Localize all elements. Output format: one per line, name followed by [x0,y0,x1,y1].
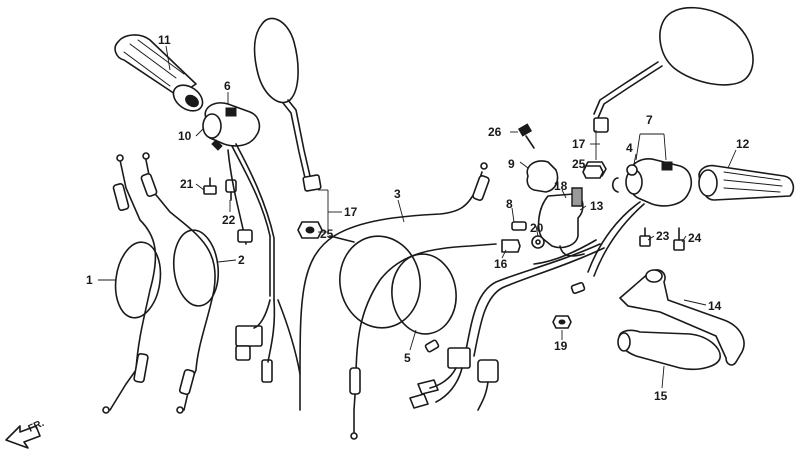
callout-16: 16 [494,257,508,271]
callout-labels: 11 6 10 1 2 3 5 21 22 17 25 17 25 7 4 12… [86,33,750,403]
left-mirror [253,17,323,239]
right-harness [409,239,605,411]
left-switch-housing [202,102,261,151]
callout-17-left: 17 [344,205,358,219]
front-direction-arrow: FR. [5,418,46,449]
left-cables [102,152,220,414]
callout-12: 12 [736,137,750,151]
callout-22: 22 [222,213,236,227]
left-grip [114,34,204,112]
brake-lever [619,269,745,366]
callout-5: 5 [404,351,411,365]
callout-15: 15 [654,389,668,403]
callout-10: 10 [178,129,192,143]
callout-20: 20 [530,221,544,235]
callout-17-right: 17 [572,137,586,151]
lever-cover [617,329,721,371]
callout-24: 24 [688,231,702,245]
master-cylinder-bracket [501,123,585,257]
right-switch-housing [587,158,693,277]
callout-18: 18 [554,179,568,193]
center-cable-3 [299,162,490,411]
callout-3: 3 [394,187,401,201]
callout-25-right: 25 [572,157,586,171]
fasteners [203,164,685,329]
fr-label: FR. [27,418,46,435]
callout-23: 23 [656,229,670,243]
callout-9: 9 [508,157,515,171]
right-mirror [583,6,754,177]
callout-8: 8 [506,197,513,211]
callout-1: 1 [86,273,93,287]
center-cable-5 [349,243,497,440]
callout-25-left: 25 [320,227,334,241]
callout-19: 19 [554,339,568,353]
callout-26: 26 [488,125,502,139]
left-harness [227,143,301,383]
callout-6: 6 [224,79,231,93]
callout-4: 4 [626,141,633,155]
callout-14: 14 [708,299,722,313]
leader-lines [98,45,737,389]
right-grip [698,164,795,201]
callout-13: 13 [590,199,604,213]
callout-2: 2 [238,253,245,267]
callout-11: 11 [158,33,171,47]
callout-21: 21 [180,177,194,191]
callout-7: 7 [646,113,653,127]
